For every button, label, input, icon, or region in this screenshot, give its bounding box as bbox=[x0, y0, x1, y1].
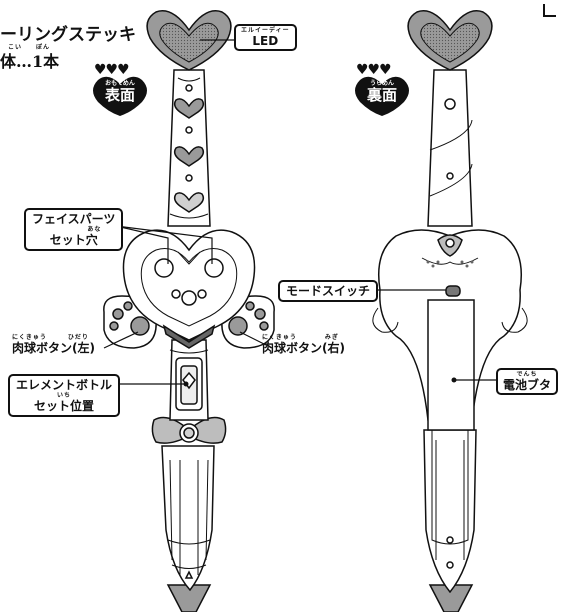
led-label-ruby: エルイーディー bbox=[241, 27, 290, 34]
battery-lid-text: 電池ブタ bbox=[503, 378, 551, 392]
paw-right-label: にくきゅう みぎ 肉球ボタン(右) bbox=[262, 334, 345, 355]
mode-switch-label: モードスイッチ bbox=[278, 280, 378, 302]
paw-right-text: 肉球ボタン(右) bbox=[262, 341, 345, 355]
face-parts-line1: フェイスパーツ bbox=[32, 212, 115, 226]
front-badge: ♥♥♥ おもてめん 表面 bbox=[92, 62, 148, 114]
element-bottle-ruby: いち bbox=[16, 392, 112, 399]
element-bottle-label: エレメントボトル いち セット位置 bbox=[8, 374, 120, 417]
face-parts-line2: セット穴 bbox=[32, 233, 115, 247]
element-bottle-line2: セット位置 bbox=[16, 399, 112, 413]
paw-left-ruby: にくきゅう ひだり bbox=[12, 334, 95, 341]
led-label: エルイーディー LED bbox=[234, 24, 297, 51]
back-badge: ♥♥♥ うらめん 裏面 bbox=[354, 62, 410, 114]
paw-right-ruby: にくきゅう みぎ bbox=[262, 334, 345, 341]
front-badge-text: 表面 bbox=[92, 84, 148, 105]
led-label-text: LED bbox=[252, 34, 278, 48]
face-parts-label: フェイスパーツ あな セット穴 bbox=[24, 208, 123, 251]
battery-lid-ruby: でんち bbox=[503, 371, 551, 378]
battery-lid-label: でんち 電池ブタ bbox=[496, 368, 558, 395]
paw-left-label: にくきゅう ひだり 肉球ボタン(左) bbox=[12, 334, 95, 355]
paw-left-text: 肉球ボタン(左) bbox=[12, 341, 95, 355]
mode-switch-text: モードスイッチ bbox=[286, 284, 370, 298]
element-bottle-line1: エレメントボトル bbox=[16, 378, 112, 392]
face-parts-ruby: あな bbox=[32, 226, 115, 233]
product-subtitle: 体…1本 bbox=[0, 48, 59, 72]
back-badge-text: 裏面 bbox=[354, 84, 410, 105]
battery-lid bbox=[428, 300, 474, 430]
mode-switch bbox=[446, 286, 460, 296]
